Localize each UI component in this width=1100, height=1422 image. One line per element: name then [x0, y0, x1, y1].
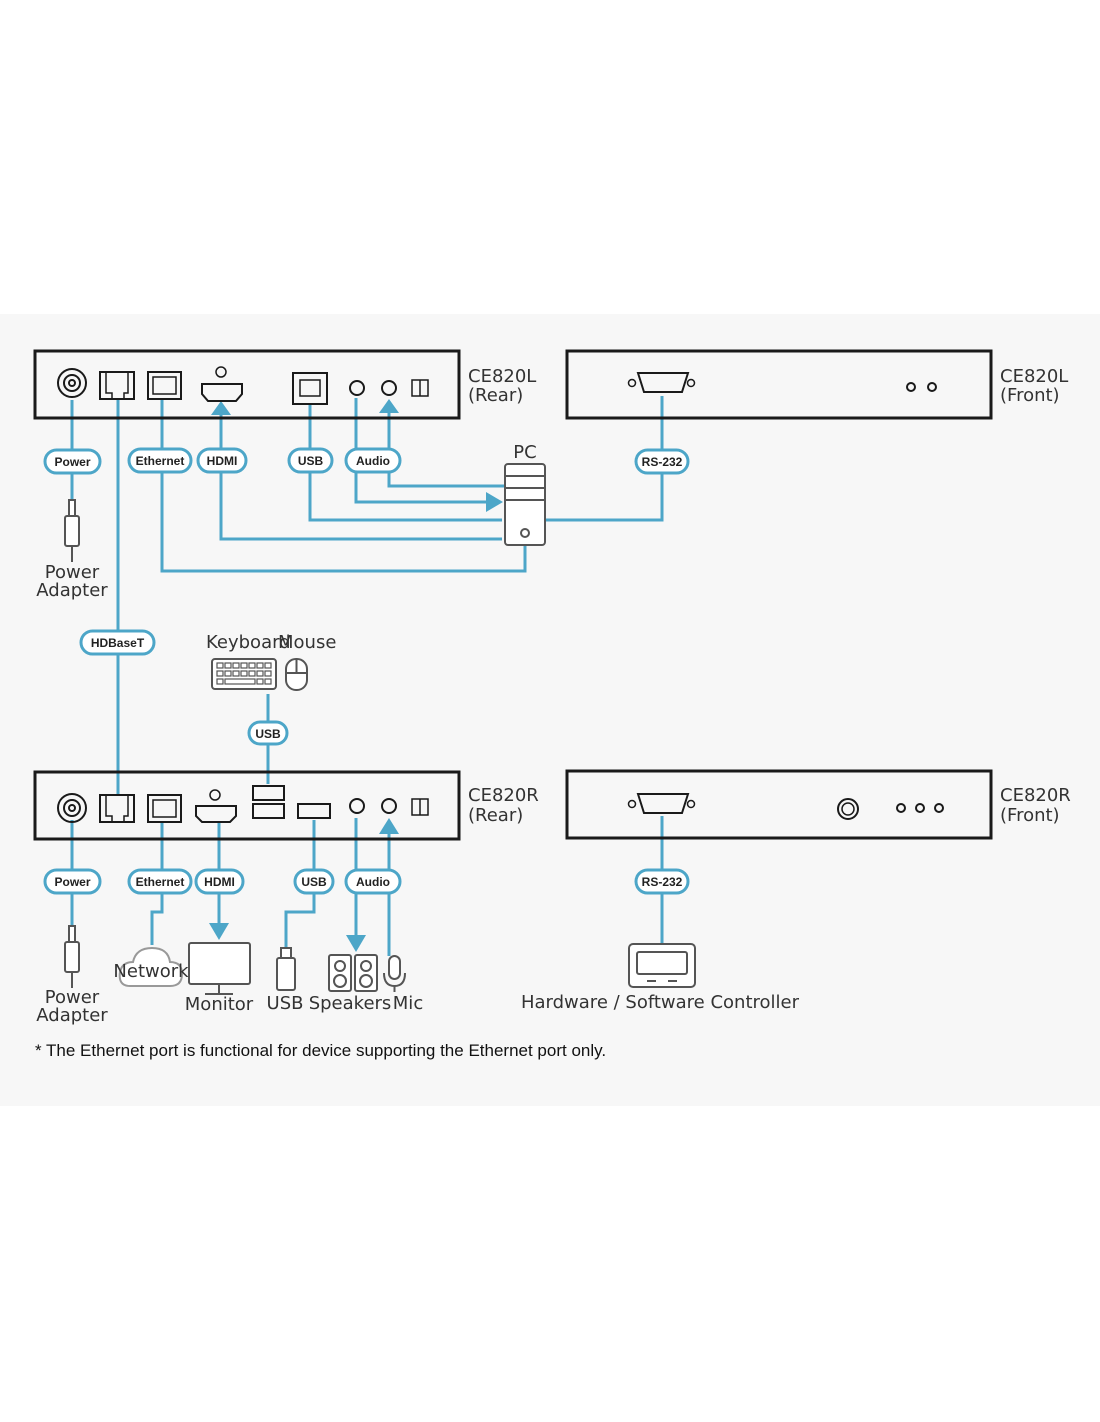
pill-hdmi-top: HDMI: [196, 447, 248, 474]
ce820l-rear-unit: [33, 349, 461, 420]
monitor-label: Monitor: [185, 994, 254, 1015]
power-adapter-icon-bottom: [64, 925, 80, 988]
pill-ethernet-top: Ethernet: [127, 447, 193, 474]
ce820r-front-unit: [565, 769, 993, 840]
pill-rs232-top: RS-232: [634, 448, 690, 475]
ce820r-front-side: (Front): [1000, 805, 1060, 826]
svg-text:HDBaseT: HDBaseT: [91, 636, 145, 650]
pill-usb-keyboard: USB: [247, 720, 289, 746]
ce820r-front-name: CE820R: [1000, 785, 1071, 806]
ce820l-front-name: CE820L: [1000, 366, 1068, 387]
svg-text:RS-232: RS-232: [642, 875, 683, 889]
pill-hdbaset: HDBaseT: [79, 629, 156, 656]
footnote: * The Ethernet port is functional for de…: [35, 1041, 606, 1060]
monitor-icon: [188, 942, 251, 995]
controller-icon: [628, 943, 696, 988]
speakers-icon: [328, 954, 378, 992]
svg-text:Audio: Audio: [356, 875, 390, 889]
pill-ethernet-bottom: Ethernet: [127, 868, 193, 895]
mouse-icon: [285, 658, 308, 691]
pill-usb-bottom: USB: [293, 868, 335, 895]
svg-text:HDMI: HDMI: [207, 454, 238, 468]
svg-text:HDMI: HDMI: [204, 875, 235, 889]
network-label: Network: [113, 961, 189, 982]
svg-text:Ethernet: Ethernet: [136, 454, 185, 468]
svg-text:Power: Power: [54, 455, 90, 469]
pill-usb-top: USB: [287, 447, 334, 474]
pill-audio-bottom: Audio: [344, 868, 402, 895]
pc-label: PC: [513, 442, 536, 463]
pill-power-top: Power: [43, 448, 102, 475]
svg-text:USB: USB: [298, 454, 324, 468]
power-adapter-label-bottom-2: Adapter: [36, 1005, 108, 1026]
ce820l-rear-side: (Rear): [468, 385, 523, 406]
pill-audio-top: Audio: [344, 447, 402, 474]
usb-drive-label: USB: [267, 993, 304, 1014]
diagram-panel: [0, 314, 1100, 1106]
controller-label: Hardware / Software Controller: [521, 992, 800, 1013]
ce820l-rear-name: CE820L: [468, 366, 536, 387]
pc-tower-icon: [504, 463, 546, 546]
ce820r-rear-name: CE820R: [468, 785, 539, 806]
speakers-label: Speakers: [309, 993, 392, 1014]
keyboard-label: Keyboard: [206, 632, 291, 653]
network-cloud-icon: [118, 946, 184, 987]
svg-text:RS-232: RS-232: [642, 455, 683, 469]
svg-text:USB: USB: [301, 875, 327, 889]
svg-text:Power: Power: [54, 875, 90, 889]
svg-text:Audio: Audio: [356, 454, 390, 468]
pill-power-bottom: Power: [43, 868, 102, 895]
ce820r-rear-side: (Rear): [468, 805, 523, 826]
mic-icon: [383, 955, 406, 992]
mic-label: Mic: [393, 993, 423, 1014]
ce820l-front-side: (Front): [1000, 385, 1060, 406]
ce820l-front-unit: [565, 349, 993, 420]
power-adapter-label-top-1: Power: [45, 562, 100, 583]
power-adapter-icon: [64, 499, 80, 562]
keyboard-icon: [211, 658, 277, 690]
usb-drive-icon: [276, 947, 296, 991]
ce820r-rear-unit: [33, 770, 461, 841]
cable-arrows: [209, 399, 503, 952]
svg-text:Ethernet: Ethernet: [136, 875, 185, 889]
power-adapter-label-top-2: Adapter: [36, 580, 108, 601]
pill-rs232-bottom: RS-232: [634, 868, 690, 895]
mouse-label: Mouse: [278, 632, 336, 653]
pill-hdmi-bottom: HDMI: [194, 868, 245, 895]
power-adapter-label-bottom-1: Power: [45, 987, 100, 1008]
svg-text:USB: USB: [255, 727, 281, 741]
